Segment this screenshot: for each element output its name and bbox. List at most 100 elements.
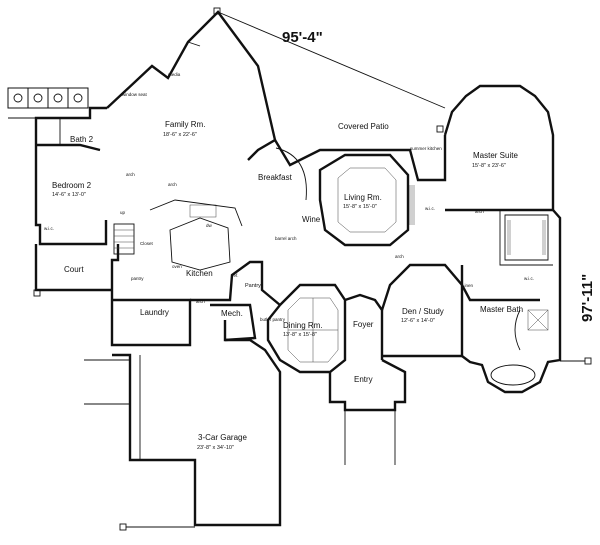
garage-wall xyxy=(112,320,282,527)
up-note: up xyxy=(120,210,126,215)
kitchen-label: Kitchen xyxy=(186,269,213,278)
laundry-wall xyxy=(110,244,192,347)
overall-depth-label: 97'-11" xyxy=(579,274,596,322)
family-room-label: Family Rm. xyxy=(165,120,205,129)
fixture-circle xyxy=(13,93,23,103)
bedroom2-label: Bedroom 2 xyxy=(52,181,92,190)
overall-width-label: 95'-4" xyxy=(282,29,323,46)
family-room-size: 18'-6" x 22'-6" xyxy=(163,132,197,138)
bedroom2-size: 14'-6" x 13'-0" xyxy=(52,192,86,198)
garage-size: 23'-8" x 34'-10" xyxy=(197,445,234,451)
patio-marker xyxy=(436,125,444,133)
entry-label: Entry xyxy=(354,375,373,384)
summer-kitchen-shelf xyxy=(409,185,415,225)
east-marker xyxy=(584,357,592,365)
kitchen-island xyxy=(169,217,231,271)
patio-roof-line-2 xyxy=(187,41,201,47)
master-bath-label-1: Master Bath xyxy=(480,305,523,314)
wic-master-right-note: w.i.c. xyxy=(524,276,534,281)
wic-master-box xyxy=(504,214,549,261)
barrel-arch-note: barrel arch xyxy=(275,236,297,241)
fixture-circle xyxy=(53,93,63,103)
master-tub xyxy=(490,364,536,386)
kitchen-counter xyxy=(149,199,243,227)
covered-patio-label: Covered Patio xyxy=(338,122,389,131)
court-label: Court xyxy=(64,265,84,274)
fixture-box xyxy=(7,87,29,109)
fixture-circle xyxy=(33,93,43,103)
wine-label: Wine xyxy=(302,215,321,224)
cooktop xyxy=(189,204,217,218)
wic-master-shelves xyxy=(507,220,546,255)
linen-note: Linen xyxy=(462,283,474,288)
arch-laundry-note: arch xyxy=(196,299,205,304)
arch-master-note: arch xyxy=(475,209,484,214)
stairs xyxy=(113,223,135,255)
patio-edge-wall xyxy=(273,135,447,182)
fixture-box xyxy=(27,87,49,109)
interior-details xyxy=(7,7,592,531)
living-room-size: 15'-8" x 15'-0" xyxy=(343,204,377,210)
master-suite-size: 15'-8" x 23'-6" xyxy=(472,163,506,169)
mech-label: Mech. xyxy=(221,309,243,318)
entry-wall xyxy=(328,358,407,412)
breakfast-bay xyxy=(275,147,307,201)
closet-note: Closet xyxy=(140,241,154,246)
arch-living-note: arch xyxy=(395,254,404,259)
garage-marker xyxy=(119,523,127,531)
living-coffer xyxy=(337,167,397,233)
summer-kitchen-note: summer kitchen xyxy=(410,146,442,151)
refrigerator-note: ref. xyxy=(232,273,239,278)
master-bath-wall xyxy=(460,265,540,302)
den-study-size: 12'-6" x 14'-0" xyxy=(401,318,435,324)
dining-coffer xyxy=(287,297,339,363)
living-wall xyxy=(318,153,410,247)
laundry-label: Laundry xyxy=(140,308,169,317)
patio-roof-line xyxy=(217,11,446,109)
top-marker xyxy=(213,7,221,15)
dining-room-label: Dining Rm. xyxy=(283,321,323,330)
exterior-walls xyxy=(34,10,562,527)
pantry-label: Pantry xyxy=(245,283,261,289)
butler-pantry-note: butler pantry xyxy=(260,317,286,322)
court-marker xyxy=(33,289,41,297)
mech-wall xyxy=(210,303,257,342)
master-east-wall xyxy=(461,209,562,394)
master-suite-label: Master Suite xyxy=(473,151,518,160)
wic-master-left-note: w.i.c. xyxy=(425,206,435,211)
foyer-wall xyxy=(344,293,384,360)
fixture-box xyxy=(47,87,69,109)
stair-treads xyxy=(114,229,134,249)
oven-note: oven xyxy=(172,264,182,269)
bedroom-wing-wall xyxy=(34,106,108,246)
garage-label: 3-Car Garage xyxy=(198,433,247,442)
bedroom-inner-wall xyxy=(36,143,101,152)
den-study-label: Den / Study xyxy=(402,307,444,316)
master-shower-curve xyxy=(514,309,521,351)
fixture-row xyxy=(7,87,89,119)
dining-coffer-cross xyxy=(288,298,338,362)
media-note: media xyxy=(168,72,181,77)
bath2-label: Bath 2 xyxy=(70,135,94,144)
wic-bedroom-note: w.i.c. xyxy=(44,226,54,231)
dining-room-size: 13'-8" x 15'-8" xyxy=(283,332,317,338)
pantry-small-note: pantry xyxy=(131,276,144,281)
fixture-circle xyxy=(73,93,83,103)
wic-master-divider xyxy=(499,210,553,266)
master-shower-x xyxy=(527,309,549,331)
fixture-box xyxy=(67,87,89,109)
dishwasher-note: dw xyxy=(206,223,213,228)
master-shower xyxy=(527,309,549,331)
master-suite-bay-wall xyxy=(443,84,555,210)
kitchen-south-wall xyxy=(190,260,281,306)
window-seat-note: window seat xyxy=(122,92,148,97)
living-room-label: Living Rm. xyxy=(344,193,382,202)
breakfast-label: Breakfast xyxy=(258,173,293,182)
arch-bedroom-note: arch xyxy=(126,172,135,177)
entry-walk xyxy=(344,410,396,465)
stair-box xyxy=(113,223,135,255)
den-wall xyxy=(380,263,464,358)
foyer-label: Foyer xyxy=(353,320,374,329)
arch-family-note: arch xyxy=(168,182,177,187)
